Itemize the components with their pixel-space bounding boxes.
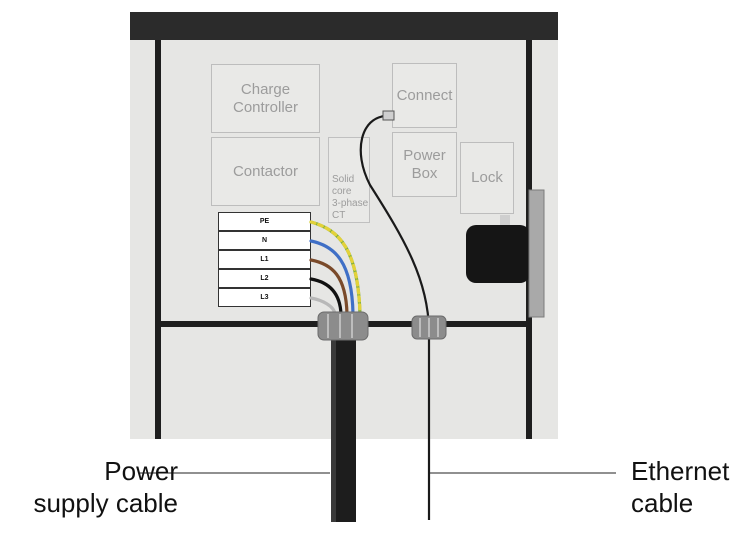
current-transformer: Solid core 3-phase CT	[328, 137, 370, 223]
lock-actuator-pin	[500, 215, 510, 227]
contactor-module: Contactor	[211, 137, 320, 206]
power-cable-gland	[317, 311, 369, 341]
wire-l2	[309, 277, 343, 316]
socket-flange	[528, 189, 545, 318]
power-supply-cable-label: Power supply cable	[33, 456, 178, 518]
power-box-module: Power Box	[392, 132, 457, 197]
ethernet-connector	[382, 110, 395, 121]
wire-n	[309, 239, 355, 316]
lock-actuator	[466, 225, 530, 283]
lock-module: Lock	[460, 142, 514, 214]
wire-pe-stripe	[309, 220, 362, 316]
wire-l1	[309, 258, 349, 316]
terminal-l1: L1	[218, 250, 311, 269]
left-din-rail	[155, 40, 161, 439]
enclosure-top-bar	[130, 12, 558, 40]
terminal-n: N	[218, 231, 311, 250]
ethernet-cable	[359, 114, 431, 520]
power-wires	[309, 220, 362, 316]
connect-module: Connect	[392, 63, 457, 128]
charge-controller-module: Charge Controller	[211, 64, 320, 133]
ethernet-cable-label: Ethernet cable	[631, 456, 730, 518]
